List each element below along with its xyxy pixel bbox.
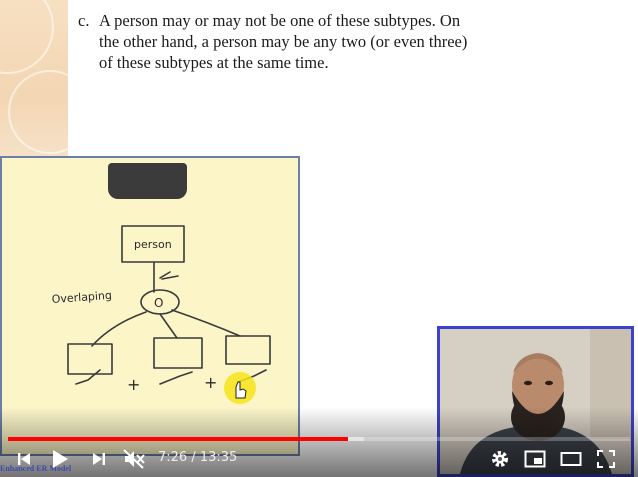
branch-line [171, 309, 241, 337]
miniplayer-button[interactable] [521, 446, 549, 472]
theater-mode-icon [560, 452, 582, 466]
mute-button[interactable] [120, 446, 148, 472]
slide-decoration [0, 0, 92, 160]
participation-mark [159, 271, 179, 280]
theater-mode-button[interactable] [557, 446, 585, 472]
plus-sign: + [127, 375, 140, 394]
list-item-label: c. [78, 11, 90, 30]
fullscreen-icon [597, 450, 615, 468]
controls-gradient [0, 407, 638, 477]
gear-icon [492, 451, 508, 467]
branch-line [91, 311, 147, 347]
entity-box [121, 225, 185, 263]
slide-line: the other hand, a person may be any two … [99, 32, 468, 51]
constraint-label: Overlaping [51, 289, 112, 306]
skip-previous-icon [18, 453, 30, 465]
progress-bar[interactable] [8, 437, 630, 441]
slide-line: A person may or may not be one of these … [99, 11, 461, 30]
play-icon [53, 450, 68, 468]
entity-label: person [134, 238, 172, 251]
drawing-panel: person O Overlaping + + [0, 156, 300, 456]
branch-line [159, 313, 178, 339]
clipboard-clip [108, 163, 187, 199]
play-button[interactable] [46, 446, 74, 472]
previous-button[interactable] [10, 446, 38, 472]
skip-next-icon [93, 453, 105, 465]
volume-muted-icon [123, 449, 145, 469]
hand-cursor-icon [235, 381, 247, 399]
slide-line: of these subtypes at the same time. [99, 53, 329, 72]
subtype-box [67, 343, 113, 375]
slide-text: c. A person may or may not be one of the… [78, 10, 548, 73]
next-button[interactable] [85, 446, 113, 472]
plus-sign: + [204, 373, 217, 392]
check-mark [159, 371, 193, 385]
slide-footer-text: Enhanced ER Model [0, 464, 72, 473]
miniplayer-icon [524, 450, 546, 468]
er-diagram-sketch: person O Overlaping + + [51, 225, 271, 404]
settings-button[interactable] [486, 446, 514, 472]
constraint-symbol: O [154, 296, 163, 310]
progress-played [8, 437, 349, 441]
subtype-box [153, 337, 203, 369]
subtype-box [225, 335, 271, 365]
fullscreen-button[interactable] [592, 446, 620, 472]
time-display: 7:26 / 13:35 [158, 450, 238, 465]
check-mark [75, 369, 101, 385]
